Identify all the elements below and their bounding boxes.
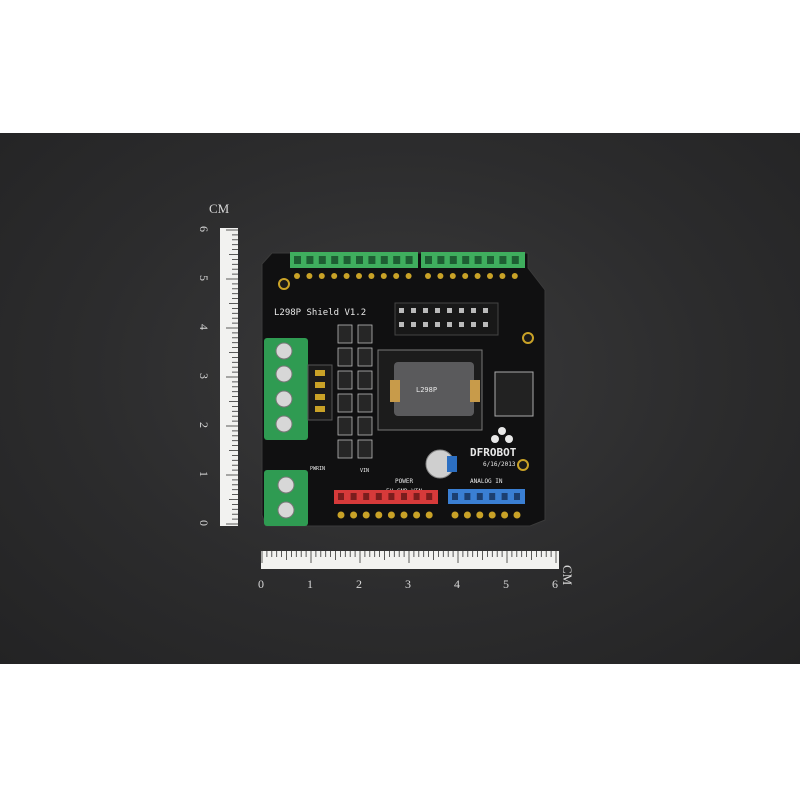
motor-terminal-block <box>264 338 308 440</box>
vertical-ruler: CM 6 5 4 3 2 1 0 <box>197 201 238 526</box>
horizontal-tick-label: 1 <box>307 577 313 591</box>
horizontal-tick-label: 6 <box>552 577 558 591</box>
pin-jumper-row <box>394 302 499 336</box>
board-title: L298P Shield V1.2 <box>274 308 366 318</box>
horizontal-ruler: CM 0 1 2 3 4 5 6 <box>258 551 575 591</box>
vin-label: VIN <box>360 468 369 474</box>
digital-header-right <box>421 252 525 268</box>
vertical-ruler-unit: CM <box>209 201 230 216</box>
power-label: POWER <box>395 478 413 485</box>
product-photo: CM 6 5 4 3 2 1 0 CM 0 1 2 3 4 5 6 <box>0 133 800 664</box>
horizontal-tick-label: 2 <box>356 577 362 591</box>
vertical-tick-label: 1 <box>197 471 211 477</box>
dfrobot-logo <box>491 427 513 443</box>
pcb-board: L298P DFROBOT 6/16/2013 L298P Shield V1.… <box>261 252 546 527</box>
power-terminal-block <box>264 470 308 526</box>
horizontal-ruler-unit: CM <box>560 565 575 586</box>
horizontal-tick-label: 0 <box>258 577 264 591</box>
horizontal-tick-label: 4 <box>454 577 460 591</box>
horizontal-tick-label: 5 <box>503 577 509 591</box>
power-header <box>334 490 438 504</box>
logic-ic <box>494 371 534 417</box>
analog-header <box>448 489 525 504</box>
vertical-tick-label: 2 <box>197 422 211 428</box>
shield-illustration: CM 6 5 4 3 2 1 0 CM 0 1 2 3 4 5 6 <box>197 201 575 591</box>
vertical-tick-label: 0 <box>197 520 211 526</box>
vertical-tick-label: 6 <box>197 226 211 232</box>
horizontal-tick-label: 3 <box>405 577 411 591</box>
svg-text:L298P: L298P <box>416 386 437 394</box>
vertical-tick-label: 3 <box>197 373 211 379</box>
brand-label: DFROBOT <box>470 446 517 459</box>
analog-label: ANALOG IN <box>470 478 503 485</box>
vertical-tick-label: 5 <box>197 275 211 281</box>
pwrin-label: PWRIN <box>310 466 325 472</box>
l298p-chip <box>394 362 474 416</box>
vertical-tick-label: 4 <box>197 324 211 330</box>
date-label: 6/16/2013 <box>483 461 516 468</box>
